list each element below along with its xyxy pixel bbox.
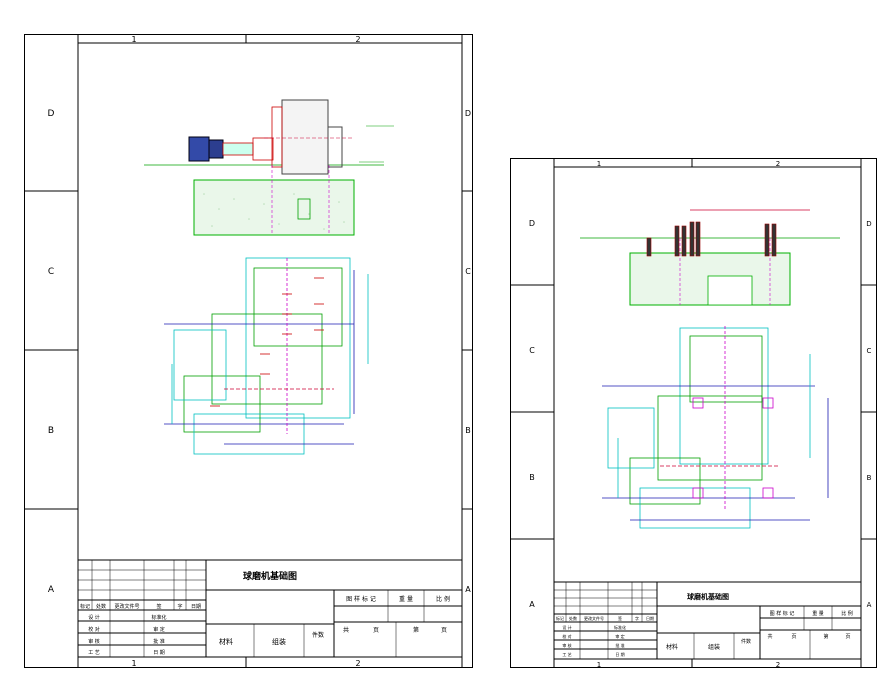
- grid-col-2-top: 2: [355, 35, 360, 44]
- svg-text:标准化: 标准化: [151, 614, 166, 621]
- grid-row-d-left: D: [48, 109, 55, 119]
- motor-body: [188, 136, 210, 162]
- grid-row-a-right: A: [465, 585, 471, 594]
- gearbox: [222, 142, 254, 156]
- svg-text:件数: 件数: [741, 638, 751, 645]
- grid-row-c-left: C: [48, 267, 54, 277]
- svg-text:第: 第: [823, 633, 828, 640]
- grid-row-b-left: B: [529, 473, 535, 482]
- svg-text:共: 共: [343, 626, 349, 634]
- svg-text:重 量: 重 量: [399, 595, 413, 603]
- drawing-sheet-1: 1 2 1 2 D C B A D C B A: [24, 34, 473, 668]
- inner-border: [77, 42, 463, 658]
- svg-text:标准化: 标准化: [614, 624, 626, 630]
- svg-text:图 样 标 记: 图 样 标 记: [346, 595, 376, 603]
- drawing-title: 球磨机基础图: [243, 570, 297, 582]
- grid-row-d-right: D: [465, 109, 471, 118]
- mill-elevation-view: [144, 99, 394, 236]
- drawing-sheet-2: 1 2 1 2 D C B A D C B A: [510, 158, 877, 669]
- sheet-2-svg: 1 2 1 2 D C B A D C B A: [510, 158, 877, 669]
- svg-text:材料: 材料: [219, 637, 233, 646]
- grid-row-b-right: B: [465, 426, 471, 435]
- svg-text:处数: 处数: [96, 603, 106, 610]
- svg-text:审 核: 审 核: [88, 638, 100, 645]
- svg-text:比 例: 比 例: [841, 610, 853, 617]
- svg-text:材料: 材料: [666, 643, 678, 651]
- grid-col-1-bottom: 1: [597, 661, 601, 668]
- svg-text:日 期: 日 期: [615, 651, 624, 657]
- svg-text:批 准: 批 准: [153, 638, 165, 645]
- grid-col-2-bottom: 2: [355, 659, 360, 668]
- svg-text:页: 页: [845, 634, 850, 640]
- grid-row-a-left: A: [48, 585, 55, 595]
- svg-text:页: 页: [791, 634, 796, 640]
- foundation-plan-view: [164, 257, 369, 455]
- grid-row-c-left: C: [529, 346, 535, 355]
- foundation-plan-view: [602, 326, 829, 529]
- svg-text:校 对: 校 对: [562, 633, 571, 639]
- grid-row-d-right: D: [866, 220, 871, 228]
- grid-row-c-right: C: [465, 267, 471, 276]
- outer-border: [510, 158, 877, 668]
- svg-text:字: 字: [177, 603, 182, 610]
- svg-text:日期: 日期: [191, 604, 201, 610]
- title-block: 球磨机基础图 标记 处数 更改文件号 签 字 日期 设 计 校 对 审 核 工 …: [553, 581, 862, 660]
- svg-text:标记: 标记: [80, 603, 90, 610]
- svg-text:件数: 件数: [312, 631, 324, 639]
- svg-text:组装: 组装: [272, 637, 286, 646]
- svg-text:页: 页: [373, 627, 379, 634]
- svg-text:页: 页: [441, 627, 447, 634]
- svg-text:设 计: 设 计: [88, 614, 100, 621]
- svg-text:图 样 标 记: 图 样 标 记: [770, 610, 795, 617]
- svg-text:比 例: 比 例: [436, 595, 450, 603]
- outer-border: [24, 34, 473, 668]
- svg-text:字: 字: [635, 615, 639, 621]
- foundation-block: [193, 179, 355, 236]
- grid-col-1-top: 1: [131, 35, 136, 44]
- mill-drum: [281, 99, 329, 175]
- plan-outline-main: [245, 257, 351, 419]
- grid-col-1-bottom: 1: [131, 659, 136, 668]
- svg-text:工 艺: 工 艺: [562, 652, 571, 657]
- grid-col-1-top: 1: [597, 160, 601, 168]
- foundation-section-view: [580, 209, 840, 306]
- svg-text:签: 签: [156, 603, 161, 610]
- inner-border: [553, 166, 862, 660]
- svg-text:设 计: 设 计: [562, 624, 571, 630]
- sheet-1-svg: 1 2 1 2 D C B A D C B A: [24, 34, 473, 668]
- grid-row-a-left: A: [529, 600, 535, 609]
- svg-text:更改文件号: 更改文件号: [114, 603, 139, 610]
- svg-text:校 对: 校 对: [88, 626, 100, 633]
- drawing-title: 球磨机基础图: [687, 592, 729, 601]
- svg-text:日期: 日期: [646, 615, 654, 621]
- grid-row-d-left: D: [529, 219, 535, 228]
- grid-row-b-right: B: [867, 474, 872, 482]
- svg-text:处数: 处数: [569, 615, 577, 621]
- svg-text:审 定: 审 定: [153, 626, 165, 633]
- title-block: 球磨机基础图 标记 处数 更改文件号 签 字 日期 设 计 校 对 审 核 工 …: [77, 559, 463, 658]
- grid-row-b-left: B: [48, 426, 54, 436]
- svg-text:第: 第: [413, 626, 419, 634]
- svg-text:工 艺: 工 艺: [88, 650, 100, 656]
- svg-text:组装: 组装: [708, 643, 720, 651]
- svg-text:重 量: 重 量: [812, 610, 824, 617]
- svg-text:审 核: 审 核: [562, 642, 571, 648]
- svg-text:审 定: 审 定: [615, 633, 624, 639]
- grid-col-2-bottom: 2: [776, 661, 780, 668]
- svg-text:日 期: 日 期: [153, 650, 165, 656]
- grid-row-c-right: C: [867, 347, 872, 355]
- svg-text:共: 共: [767, 633, 772, 640]
- svg-text:批 准: 批 准: [615, 642, 624, 648]
- svg-text:签: 签: [618, 615, 622, 621]
- grid-row-a-right: A: [867, 601, 872, 609]
- grid-col-2-top: 2: [776, 160, 780, 168]
- svg-text:标记: 标记: [556, 615, 564, 621]
- svg-text:更改文件号: 更改文件号: [584, 615, 604, 621]
